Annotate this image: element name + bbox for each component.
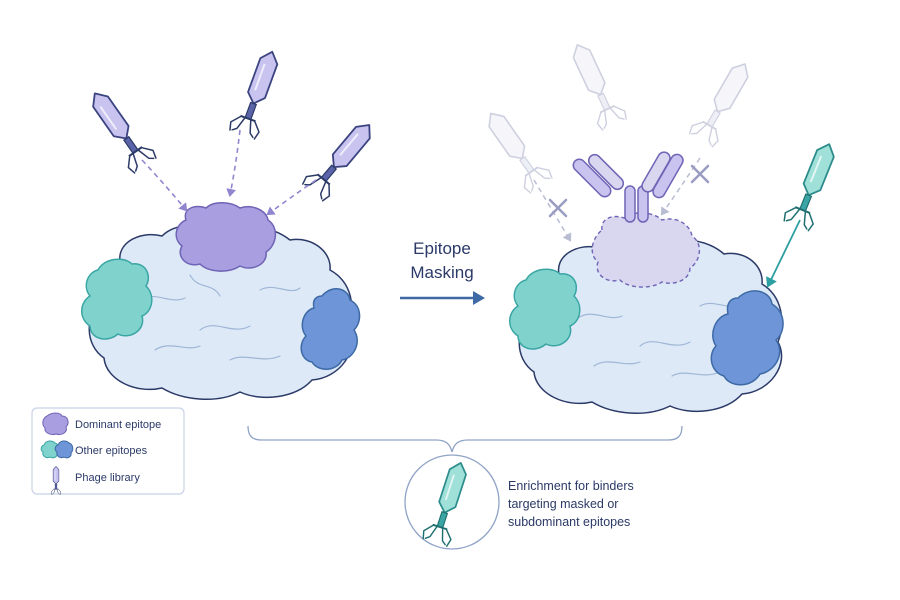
right-masked-epitope — [591, 212, 700, 288]
left-phage-1 — [81, 83, 159, 176]
left-antigen — [81, 202, 361, 400]
blocked-x-icon-1 — [548, 198, 568, 218]
legend-other-label: Other epitopes — [75, 445, 148, 457]
legend: Dominant epitope Other epitopes Phage li… — [31, 407, 185, 495]
masking-antibody — [572, 151, 684, 223]
legend-dominant-label: Dominant epitope — [75, 419, 161, 431]
left-antigen-texture — [139, 274, 301, 361]
left-blue-epitope — [300, 288, 361, 370]
right-blue-epitope — [710, 290, 784, 386]
blocked-phage-1 — [477, 103, 555, 196]
right-antigen — [509, 212, 784, 414]
right-antigen-texture — [577, 302, 741, 377]
legend-phage-label: Phage library — [75, 472, 140, 484]
binding-arrow — [766, 219, 801, 288]
left-dominant-epitope — [175, 202, 277, 272]
blocked-arrow-1 — [533, 179, 572, 242]
arrow-title-line1: Epitope — [413, 239, 471, 258]
left-phage-2 — [227, 45, 288, 141]
result-text-line3: subdominant epitopes — [508, 515, 630, 529]
left-phage-3 — [300, 114, 382, 204]
result-text-line1: Enrichment for binders — [508, 479, 634, 493]
arrow-title-line2: Masking — [410, 263, 473, 282]
left-arrow-1 — [141, 159, 188, 212]
left-arrow-3 — [266, 179, 317, 216]
other-epitope-swatch-teal — [40, 440, 60, 459]
left-teal-epitope — [81, 258, 153, 340]
blocked-phage-2 — [562, 37, 630, 132]
other-epitope-swatch-blue — [54, 440, 74, 459]
dominant-epitope-swatch — [42, 412, 69, 435]
right-teal-epitope — [509, 268, 581, 350]
result-panel: Enrichment for binders targeting masked … — [404, 454, 634, 550]
blocked-phage-3 — [687, 55, 759, 149]
masking-arrow: Epitope Masking — [400, 239, 485, 305]
binding-phage-teal — [781, 137, 845, 233]
blocked-x-icon-2 — [690, 164, 710, 184]
bottom-brace — [247, 425, 683, 453]
legend-box — [31, 407, 185, 495]
left-arrow-2 — [226, 129, 241, 197]
result-text-line2: targeting masked or — [508, 497, 618, 511]
